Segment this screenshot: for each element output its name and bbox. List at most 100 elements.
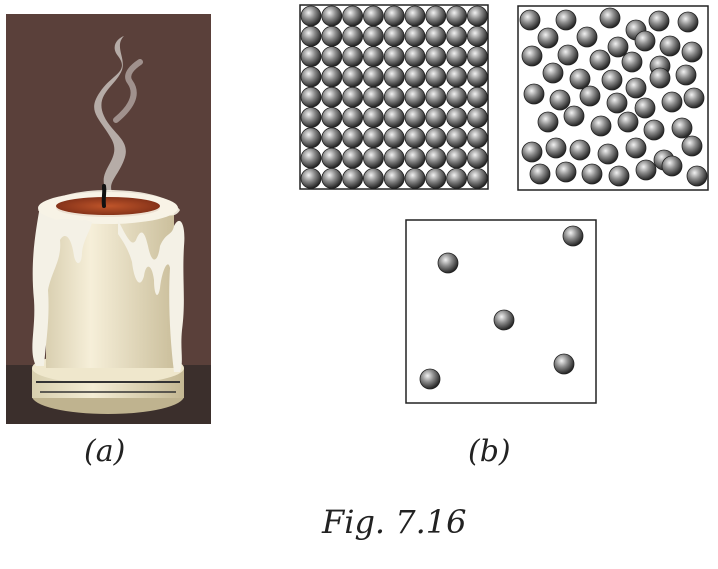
gas-particle: [553, 353, 575, 375]
solid-particle: [466, 86, 488, 108]
liquid-particle: [537, 27, 559, 49]
solid-particle: [383, 107, 405, 128]
liquid-particle: [519, 9, 541, 31]
solid-particle: [383, 66, 405, 88]
solid-particle: [383, 86, 405, 108]
candle-illustration: [6, 14, 211, 424]
solid-particle: [342, 147, 364, 169]
figure-caption: Fig. 7.16: [322, 503, 467, 541]
panel-b-label: (b): [468, 434, 511, 469]
solid-particle: [466, 167, 488, 189]
solid-particle: [383, 46, 405, 67]
candle-wick-top: [101, 184, 107, 208]
liquid-particle: [675, 64, 697, 86]
solid-particle: [425, 86, 447, 108]
liquid-particle: [677, 11, 699, 33]
solid-particle: [342, 5, 364, 27]
solid-particle: [383, 127, 405, 149]
solid-particle: [446, 147, 468, 169]
solid-particle: [300, 86, 322, 108]
solid-particle: [425, 127, 447, 149]
solid-particle: [300, 107, 322, 128]
liquid-particle: [529, 163, 551, 185]
solid-particle: [300, 127, 322, 149]
solid-particle: [362, 25, 384, 47]
liquid-particle: [648, 10, 670, 32]
liquid-particle: [581, 163, 603, 185]
liquid-particle: [661, 155, 683, 177]
candle-top-inner: [56, 197, 160, 215]
solid-particle: [425, 46, 447, 67]
solid-particle: [466, 127, 488, 149]
liquid-particle: [683, 87, 705, 109]
solid-particle: [342, 107, 364, 128]
solid-particle: [362, 86, 384, 108]
solid-particle: [321, 167, 343, 189]
solid-particle: [300, 167, 322, 189]
solid-particle: [342, 86, 364, 108]
solid-particle: [446, 86, 468, 108]
liquid-particle: [681, 135, 703, 157]
solid-particle: [321, 147, 343, 169]
solid-particle: [404, 167, 426, 189]
liquid-particle: [643, 119, 665, 141]
liquid-particle: [521, 141, 543, 163]
liquid-particle: [661, 91, 683, 113]
wax-drips-right: [118, 220, 185, 372]
liquid-particle: [608, 165, 630, 187]
liquid-particle: [545, 137, 567, 159]
solid-particle: [321, 25, 343, 47]
gas-particle: [419, 368, 441, 390]
solid-particle: [362, 5, 384, 27]
solid-particle: [466, 147, 488, 169]
solid-particle: [404, 46, 426, 67]
solid-particle: [300, 66, 322, 88]
liquid-particle: [634, 97, 656, 119]
liquid-particle: [625, 137, 647, 159]
liquid-particle: [599, 7, 621, 29]
solid-particle: [466, 25, 488, 47]
solid-particle: [446, 5, 468, 27]
liquid-particle: [617, 111, 639, 133]
liquid-particle: [590, 115, 612, 137]
liquid-particle: [542, 62, 564, 84]
gas-particles: [419, 225, 584, 390]
liquid-particles: [519, 7, 708, 187]
solid-particle: [446, 127, 468, 149]
liquid-particle: [576, 26, 598, 48]
liquid-particle: [597, 143, 619, 165]
liquid-particle: [589, 49, 611, 71]
solid-particle: [466, 46, 488, 67]
solid-particle: [425, 147, 447, 169]
panel-a-label: (a): [84, 434, 126, 469]
liquid-particle: [549, 89, 571, 111]
solid-particle: [404, 107, 426, 128]
liquid-particle: [686, 165, 708, 187]
particle-boxes: [299, 4, 709, 404]
liquid-particle: [563, 105, 585, 127]
solid-particle: [300, 46, 322, 67]
liquid-particle: [621, 51, 643, 73]
solid-particle: [425, 25, 447, 47]
liquid-particle: [521, 45, 543, 67]
liquid-particle: [659, 35, 681, 57]
solid-particle: [404, 86, 426, 108]
solid-particle: [362, 167, 384, 189]
solid-particle: [342, 46, 364, 67]
solid-particle: [300, 25, 322, 47]
solid-particle: [300, 147, 322, 169]
solid-particle: [466, 66, 488, 88]
solid-particle: [321, 5, 343, 27]
wax-drips-left: [32, 206, 92, 366]
solid-particle: [342, 25, 364, 47]
solid-particle: [446, 46, 468, 67]
solid-particle: [321, 86, 343, 108]
liquid-particle: [555, 161, 577, 183]
solid-particle: [446, 25, 468, 47]
liquid-particle: [557, 44, 579, 66]
solid-particle: [404, 127, 426, 149]
solid-particle: [446, 107, 468, 128]
smoke-wisp: [113, 59, 143, 123]
solid-particle: [362, 46, 384, 67]
